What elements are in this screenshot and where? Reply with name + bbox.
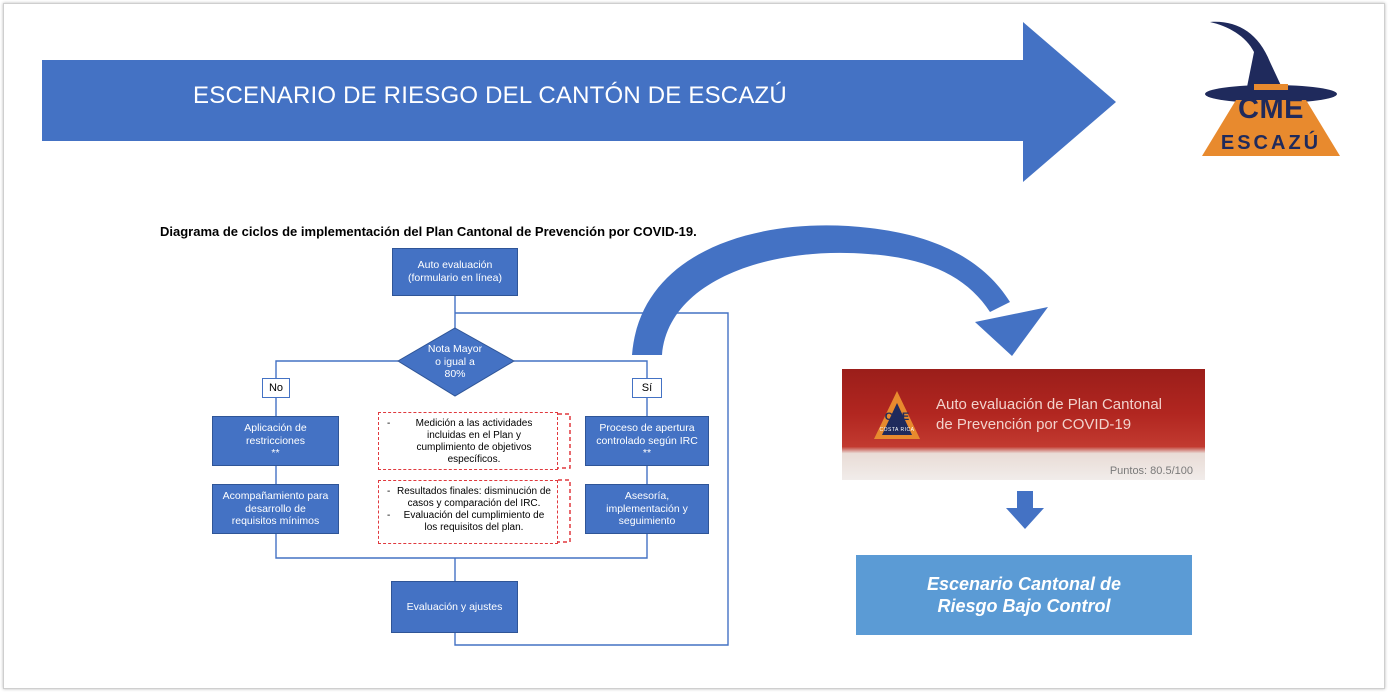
no-label: No <box>262 378 290 398</box>
badge-cme-text: CME <box>884 411 910 423</box>
note-measurement: Medición a las actividades incluidas en … <box>378 412 558 470</box>
decision-text: Nota Mayor o igual a 80% <box>427 343 483 381</box>
form-points: Puntos: 80.5/100 <box>1109 465 1193 477</box>
evaluation-box: Evaluación y ajustes <box>391 581 518 633</box>
opening-process-box: Proceso de apertura controlado según IRC… <box>585 416 709 466</box>
diagram-title: Diagrama de ciclos de implementación del… <box>160 224 697 239</box>
form-title: Auto evaluación de Plan Cantonal de Prev… <box>936 396 1162 433</box>
note-results-item: Evaluación del cumplimiento de los requi… <box>387 510 551 534</box>
start-box: Auto evaluación (formulario en línea) <box>392 248 518 296</box>
result-box: Escenario Cantonal de Riesgo Bajo Contro… <box>856 555 1192 635</box>
badge-country-text: COSTA RICA <box>879 427 915 433</box>
form-screenshot: CME COSTA RICA Auto evaluación de Plan C… <box>842 369 1205 480</box>
banner-arrow <box>42 22 1116 182</box>
advisory-box: Asesoría, implementación y seguimiento <box>585 484 709 534</box>
logo-cme-text: CME <box>1238 93 1304 125</box>
restrictions-box: Aplicación de restricciones ** <box>212 416 339 466</box>
si-label: Sí <box>632 378 662 398</box>
cme-badge-icon <box>874 391 920 439</box>
logo-escazu-text: ESCAZÚ <box>1220 132 1322 154</box>
note-results-item: Resultados finales: disminución de casos… <box>387 486 551 510</box>
banner-title: ESCENARIO DE RIESGO DEL CANTÓN DE ESCAZÚ <box>193 82 787 109</box>
note-results: Resultados finales: disminución de casos… <box>378 480 558 544</box>
cme-logo <box>1202 21 1340 156</box>
note-measurement-item: Medición a las actividades incluidas en … <box>387 418 551 466</box>
accompaniment-box: Acompañamiento para desarrollo de requis… <box>212 484 339 534</box>
